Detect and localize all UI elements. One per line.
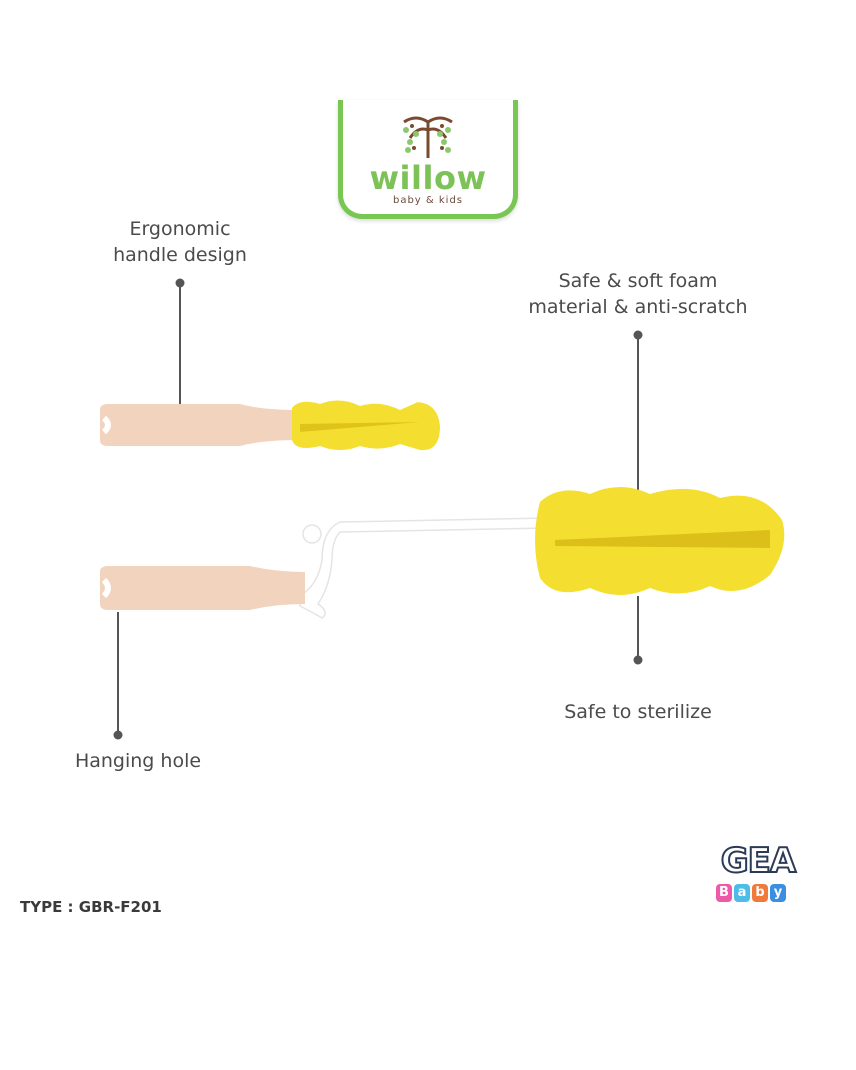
gea-wordmark: GEA — [720, 841, 797, 881]
gea-baby-letter-block: b — [752, 884, 768, 902]
callout-lines — [117, 283, 639, 735]
short-brush — [100, 400, 440, 451]
long-brush — [100, 487, 785, 619]
willow-logo: willow baby & kids — [338, 100, 518, 219]
willow-wordmark: willow — [369, 159, 487, 197]
callout-handle-label: Ergonomic handle design — [113, 218, 247, 266]
callout-foam-label: Safe & soft foam material & anti-scratch — [528, 270, 748, 318]
callout-sterilize-label: Safe to sterilize — [564, 701, 712, 723]
gea-baby-letter-block: a — [734, 884, 750, 902]
callout-hanging-label: Hanging hole — [74, 750, 202, 772]
willow-tagline: baby & kids — [392, 195, 464, 206]
callout-dots — [113, 278, 643, 740]
gea-baby-letter-block: y — [770, 884, 786, 902]
gea-baby-letter-block: B — [716, 884, 732, 902]
willow-tree-icon — [403, 116, 453, 158]
product-type: TYPE : GBR-F201 — [20, 898, 162, 916]
